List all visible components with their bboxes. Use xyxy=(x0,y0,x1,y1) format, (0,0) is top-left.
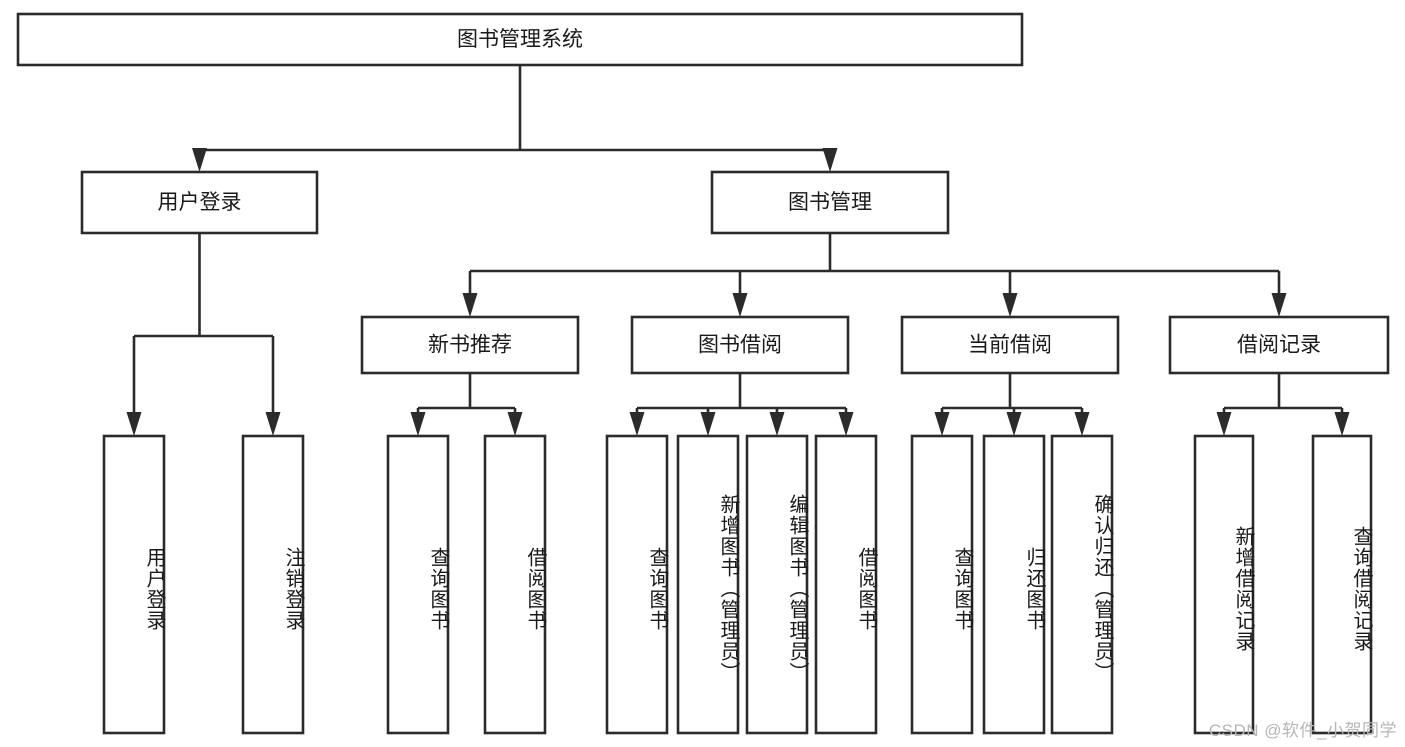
arrow-to-leaf xyxy=(838,412,854,436)
level2-node-label: 用户登录 xyxy=(158,191,242,214)
leaf-node-box xyxy=(745,434,809,735)
arrow-to-leaf xyxy=(700,412,716,436)
leaf-node-box xyxy=(676,434,740,735)
leaf-node-box xyxy=(910,434,974,735)
leaf-node-box xyxy=(982,434,1046,735)
arrow-to-leaf xyxy=(1074,412,1090,436)
level3-node-box xyxy=(360,315,580,375)
arrow-to-leaf xyxy=(769,412,785,436)
arrow-to-leaf xyxy=(1216,412,1232,436)
arrow-to-新书推荐 xyxy=(462,293,478,317)
leaf-node-box xyxy=(241,434,305,735)
arrow-to-用户登录 xyxy=(192,148,207,172)
arrow-to-leaf xyxy=(934,412,950,436)
level2-node-box xyxy=(80,170,319,235)
level3-node-box xyxy=(900,315,1120,375)
arrow-to-leaf xyxy=(1334,412,1350,436)
level3-node-label: 借阅记录 xyxy=(1237,334,1321,357)
leaf-node-box xyxy=(1311,434,1373,735)
arrow-to-leaf xyxy=(629,412,645,436)
leaf-node-box xyxy=(605,434,669,735)
level3-node-label: 新书推荐 xyxy=(428,334,512,357)
watermark-text: CSDN @软件_小贺同学 xyxy=(1208,721,1397,740)
arrow-to-leaf xyxy=(507,412,523,436)
root-node-label: 图书管理系统 xyxy=(457,28,583,51)
arrow-to-leaf xyxy=(410,412,426,436)
level2-node-label: 图书管理 xyxy=(788,191,872,214)
arrow-to-当前借阅 xyxy=(1002,293,1018,317)
arrow-to-leaf xyxy=(265,412,281,436)
connectors-layer xyxy=(126,65,1350,436)
level2-node-box xyxy=(710,170,950,235)
level3-node-label: 图书借阅 xyxy=(698,334,782,357)
leaf-node-box xyxy=(386,434,450,735)
leaf-node-box xyxy=(814,434,878,735)
leaf-node-box xyxy=(1193,434,1255,735)
arrow-to-图书管理 xyxy=(822,148,838,172)
leaf-node-box xyxy=(102,434,166,735)
leaf-node-box xyxy=(483,434,547,735)
arrow-to-leaf xyxy=(126,412,142,436)
level3-node-box xyxy=(1168,315,1390,375)
arrow-to-图书借阅 xyxy=(732,293,748,317)
leaf-node-box xyxy=(1050,434,1114,735)
root-node-box xyxy=(16,12,1024,67)
level3-node-label: 当前借阅 xyxy=(968,334,1052,357)
arrow-to-借阅记录 xyxy=(1271,293,1287,317)
level3-node-box xyxy=(630,315,850,375)
arrow-to-leaf xyxy=(1006,412,1022,436)
